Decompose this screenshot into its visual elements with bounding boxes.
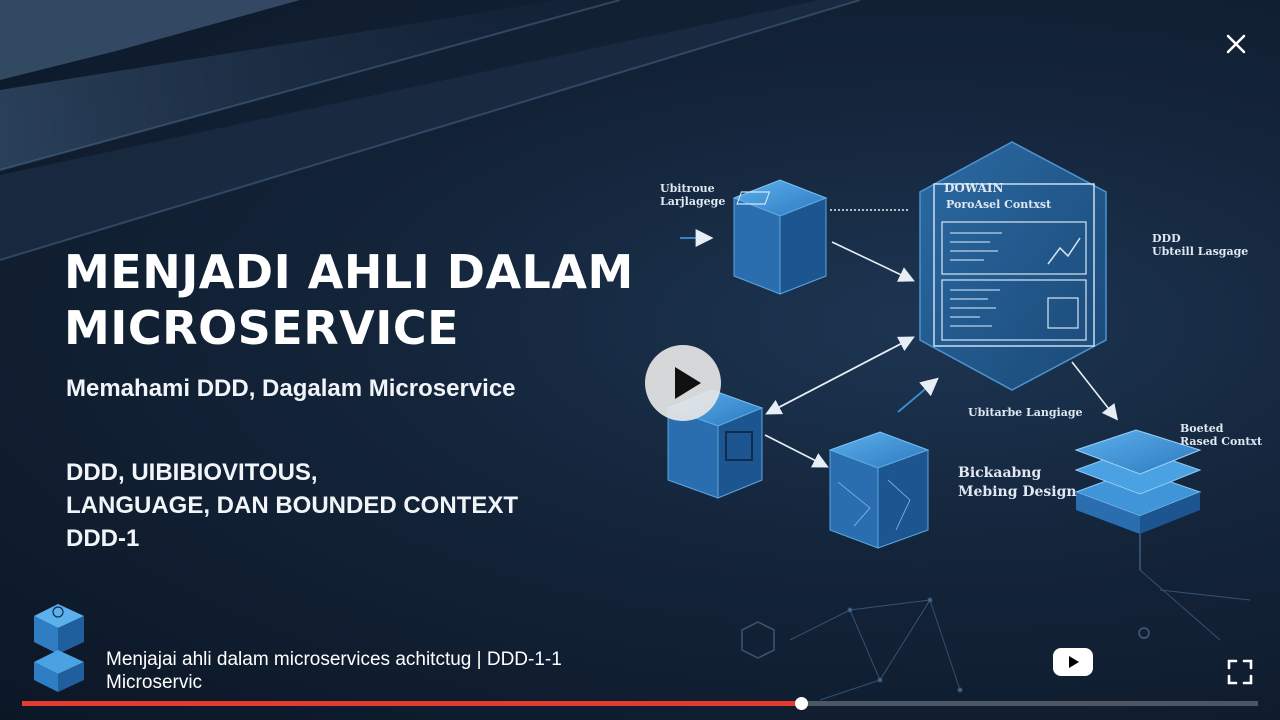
- video-progress-fill: [22, 701, 801, 706]
- label-bounded-context: PoroAsel Contxst: [946, 198, 1052, 211]
- label-building-design: Bickaabng Mebing Design: [958, 465, 1077, 500]
- cube-top-left: [732, 179, 828, 295]
- fullscreen-icon[interactable]: [1226, 658, 1254, 686]
- cube-center-bottom: [828, 431, 930, 549]
- label-ddd-language: DDD Ubteill Lasgage: [1152, 232, 1249, 258]
- label-bounded-context-bottom: Boeted Rased Contxt: [1180, 422, 1263, 448]
- cube-stack-logo-icon: [34, 604, 84, 692]
- domain-hexagon: [919, 141, 1107, 391]
- label-ubiquitous-language: Ubitroue Larjlagege: [660, 182, 726, 208]
- label-domain: DOWAIN: [944, 181, 1004, 195]
- video-title[interactable]: Menjajai ahli dalam microservices achitc…: [106, 649, 562, 693]
- slide-title: MENJADI AHLI DALAM MICROSERVICE: [64, 245, 634, 355]
- diagram-graphics: [666, 141, 1202, 570]
- slide-subtitle: Memahami DDD, Dagalam Microservice: [66, 375, 516, 402]
- cube-left-mid: [666, 389, 764, 499]
- video-progress-scrubber[interactable]: [794, 697, 808, 710]
- diagram-arrows: [764, 209, 1118, 468]
- close-icon[interactable]: [1220, 28, 1252, 60]
- layered-stack: [1074, 429, 1202, 570]
- slide-topics: DDD, UIBIBIOVITOUS, LANGUAGE, DAN BOUNDE…: [66, 459, 519, 552]
- play-icon[interactable]: [645, 345, 721, 421]
- label-ubiquitous-language-mid: Ubitarbe Langiage: [968, 406, 1083, 419]
- youtube-logo-icon[interactable]: [1052, 646, 1094, 678]
- architecture-diagram: Ubitroue Larjlagege DOWAIN PoroAsel Cont…: [640, 130, 1280, 690]
- video-progress-bar[interactable]: [22, 697, 1258, 710]
